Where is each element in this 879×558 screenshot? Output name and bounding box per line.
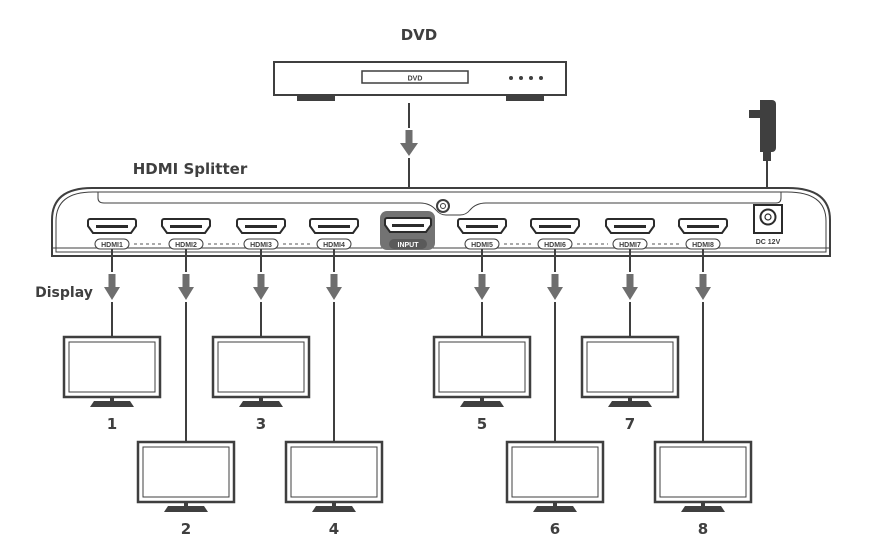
output-hdmi2: HDMI2 2 xyxy=(136,218,239,538)
port-label: HDMI1 xyxy=(101,242,123,249)
tv-stand xyxy=(239,401,283,407)
tv-neck xyxy=(110,397,114,401)
tv-stand xyxy=(90,401,134,407)
arrow-shaft xyxy=(551,274,559,288)
port-label: HDMI4 xyxy=(323,242,345,249)
port-label: HDMI7 xyxy=(619,242,641,249)
port-label: HDMI2 xyxy=(175,242,197,249)
tv-screen xyxy=(142,446,230,498)
down-arrow-icon xyxy=(104,287,120,300)
tv-neck xyxy=(553,502,557,506)
display-4: 4 xyxy=(284,440,384,538)
display-6: 6 xyxy=(505,440,605,538)
dvd-player: DVD xyxy=(273,61,567,101)
output-hdmi5: HDMI5 5 xyxy=(432,218,533,433)
input-arrow-head xyxy=(400,143,418,156)
display-number: 8 xyxy=(698,520,708,538)
arrow-shaft xyxy=(626,274,634,288)
display-number: 6 xyxy=(550,520,560,538)
port-label: HDMI8 xyxy=(692,242,714,249)
dvd-foot-left xyxy=(297,95,335,101)
tv-screen xyxy=(438,341,526,393)
tv-screen xyxy=(68,341,156,393)
display-number: 1 xyxy=(107,415,117,433)
tv-stand xyxy=(312,506,356,512)
display-number: 4 xyxy=(329,520,339,538)
dvd-display-text: DVD xyxy=(408,76,423,83)
display-number: 7 xyxy=(625,415,635,433)
tv-stand xyxy=(533,506,577,512)
dvd-indicator-dots xyxy=(509,76,543,80)
display-number: 5 xyxy=(477,415,487,433)
down-arrow-icon xyxy=(326,287,342,300)
input-arrow-shaft xyxy=(405,130,413,143)
tv-neck xyxy=(480,397,484,401)
output-hdmi8: HDMI8 8 xyxy=(653,218,753,538)
display-label: Display xyxy=(35,285,93,301)
down-arrow-icon xyxy=(253,287,269,300)
arrow-shaft xyxy=(257,274,265,288)
tv-screen xyxy=(511,446,599,498)
tv-screen xyxy=(586,341,674,393)
down-arrow-icon xyxy=(695,287,711,300)
splitter-title: HDMI Splitter xyxy=(133,160,248,178)
dvd-display-window xyxy=(361,70,469,84)
down-arrow-icon xyxy=(547,287,563,300)
down-arrow-icon xyxy=(622,287,638,300)
dvd-foot-right xyxy=(506,95,544,101)
input-port-label: INPUT xyxy=(398,242,420,249)
display-2: 2 xyxy=(136,440,236,538)
output-hdmi3: HDMI3 3 xyxy=(211,218,312,433)
tv-neck xyxy=(701,502,705,506)
tv-neck xyxy=(184,502,188,506)
tv-screen xyxy=(290,446,378,498)
output-hdmi7: HDMI7 7 xyxy=(580,218,681,433)
arrow-shaft xyxy=(330,274,338,288)
tv-neck xyxy=(628,397,632,401)
down-arrow-icon xyxy=(474,287,490,300)
port-label: HDMI5 xyxy=(471,242,493,249)
arrow-shaft xyxy=(108,274,116,288)
output-hdmi1: HDMI1 1 xyxy=(62,218,164,433)
dc-power-jack: DC 12V xyxy=(753,204,783,246)
display-5: 5 xyxy=(432,335,532,433)
arrow-shaft xyxy=(478,274,486,288)
port-label: HDMI3 xyxy=(250,242,272,249)
output-hdmi6: HDMI6 6 xyxy=(505,218,608,538)
input-port: INPUT xyxy=(380,211,435,250)
tv-screen xyxy=(659,446,747,498)
tv-stand xyxy=(608,401,652,407)
dc-label: DC 12V xyxy=(756,239,781,246)
arrow-shaft xyxy=(182,274,190,288)
display-number: 2 xyxy=(181,520,191,538)
arrow-shaft xyxy=(699,274,707,288)
dvd-title: DVD xyxy=(401,26,438,44)
tv-stand xyxy=(164,506,208,512)
tv-stand xyxy=(460,401,504,407)
display-1: 1 xyxy=(62,335,162,433)
output-hdmi4: HDMI4 4 xyxy=(284,218,384,538)
tv-screen xyxy=(217,341,305,393)
tv-stand xyxy=(681,506,725,512)
display-3: 3 xyxy=(211,335,311,433)
display-7: 7 xyxy=(580,335,680,433)
display-8: 8 xyxy=(653,440,753,538)
down-arrow-icon xyxy=(178,287,194,300)
port-label: HDMI6 xyxy=(544,242,566,249)
display-number: 3 xyxy=(256,415,266,433)
tv-neck xyxy=(259,397,263,401)
tv-neck xyxy=(332,502,336,506)
